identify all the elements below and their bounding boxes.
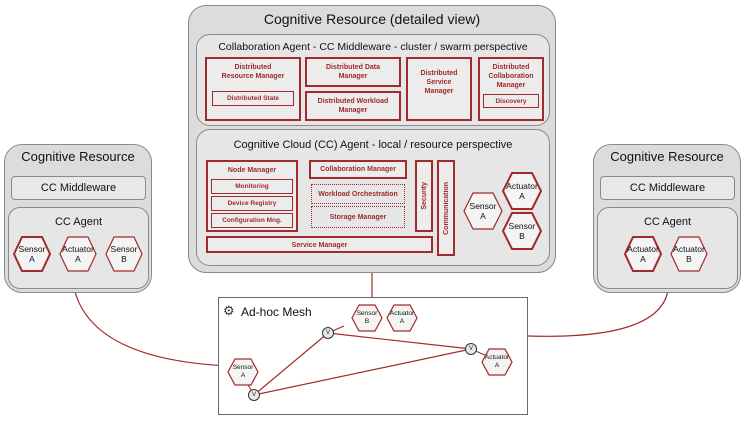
center-title: Cognitive Resource (detailed view) [263,11,481,27]
mesh-actuator-a-top-label: Actuator A [389,310,415,325]
communication-label: Communication [442,181,450,235]
left-actuator-a-label: Actuator A [62,244,94,264]
service-manager: Service Manager [206,236,433,253]
mesh-node-1: V [322,327,334,339]
dcm-label: Distributed Collaboration Manager [488,64,534,89]
collaboration-manager: Collaboration Manager [309,160,407,179]
communication: Communication [437,160,455,256]
ad-hoc-mesh-panel: ⚙ Ad-hoc Mesh Sensor B Actuator A Sensor… [218,297,528,415]
right-agent-panel: CC Agent Actuator A Actuator B [597,207,738,289]
left-title: Cognitive Resource [21,149,135,164]
node-manager: Node Manager Monitoring Device Registry … [206,160,298,232]
ddm-label: Distributed Data Manager [325,64,381,80]
discovery: Discovery [483,94,539,108]
dwm-label: Distributed Workload Manager [317,98,389,114]
right-actuator-a-label: Actuator A [627,244,659,264]
right-title: Cognitive Resource [610,149,724,164]
left-sensor-b: Sensor B [105,236,143,272]
device-registry: Device Registry [211,196,293,211]
right-middleware: CC Middleware [600,176,735,200]
right-agent-title: CC Agent [643,216,692,228]
monitoring: Monitoring [211,179,293,194]
security-label: Security [420,182,428,210]
left-sensor-b-label: Sensor B [110,244,138,264]
mesh-node-2: V [465,343,477,355]
distributed-resource-manager: Distributed Resource Manager Distributed… [205,57,301,121]
distributed-service-manager: Distributed Service Manager [406,57,472,121]
distributed-collaboration-manager: Distributed Collaboration Manager Discov… [478,57,544,121]
center-sensor-a-label: Sensor A [469,201,497,221]
left-sensor-a: Sensor A [13,236,51,272]
security: Security [415,160,433,232]
drm-label: Distributed Resource Manager [221,64,285,80]
center-sensor-a: Sensor A [463,192,503,230]
node-manager-label: Node Manager [227,167,277,174]
workload-orchestration: Workload Orchestration [311,184,405,204]
distributed-data-manager: Distributed Data Manager [305,57,401,87]
center-actuator-a: Actuator A [502,172,542,210]
center-resource-panel: Cognitive Resource (detailed view) Colla… [188,5,556,273]
mesh-sensor-b: Sensor B [351,304,383,332]
mesh-node-3: V [248,389,260,401]
center-actuator-a-label: Actuator A [506,181,538,201]
mesh-actuator-a-top: Actuator A [386,304,418,332]
mesh-actuator-a-right: Actuator A [481,348,513,376]
mesh-actuator-a-right-label: Actuator A [484,354,510,369]
mesh-sensor-a-label: Sensor A [232,364,254,379]
distributed-state: Distributed State [212,91,294,106]
mesh-links [246,325,488,396]
right-actuator-b: Actuator B [670,236,708,272]
dsm-label: Distributed Service Manager [420,70,458,95]
right-resource-panel: Cognitive Resource CC Middleware CC Agen… [593,144,741,293]
gear-icon: ⚙ [223,303,235,318]
left-sensor-a-label: Sensor A [18,244,46,264]
left-actuator-a: Actuator A [59,236,97,272]
cc-agent-title: Cognitive Cloud (CC) Agent - local / res… [233,139,513,151]
left-agent-panel: CC Agent Sensor A Actuator A Sensor B [8,207,149,289]
mesh-sensor-a: Sensor A [227,358,259,386]
left-agent-title: CC Agent [54,216,103,228]
left-resource-panel: Cognitive Resource CC Middleware CC Agen… [4,144,152,293]
collaboration-agent-panel: Collaboration Agent - CC Middleware - cl… [196,34,550,126]
cc-agent-panel: Cognitive Cloud (CC) Agent - local / res… [196,129,550,266]
center-sensor-b-label: Sensor B [508,221,536,241]
center-sensor-b: Sensor B [502,212,542,250]
mesh-title: Ad-hoc Mesh [241,305,312,319]
distributed-workload-manager: Distributed Workload Manager [305,91,401,121]
collaboration-agent-title: Collaboration Agent - CC Middleware - cl… [218,41,528,53]
configuration-management: Configuration Mng. [211,213,293,228]
left-middleware: CC Middleware [11,176,146,200]
right-actuator-a: Actuator A [624,236,662,272]
right-actuator-b-label: Actuator B [673,244,705,264]
storage-manager: Storage Manager [311,206,405,228]
mesh-sensor-b-label: Sensor B [356,310,378,325]
